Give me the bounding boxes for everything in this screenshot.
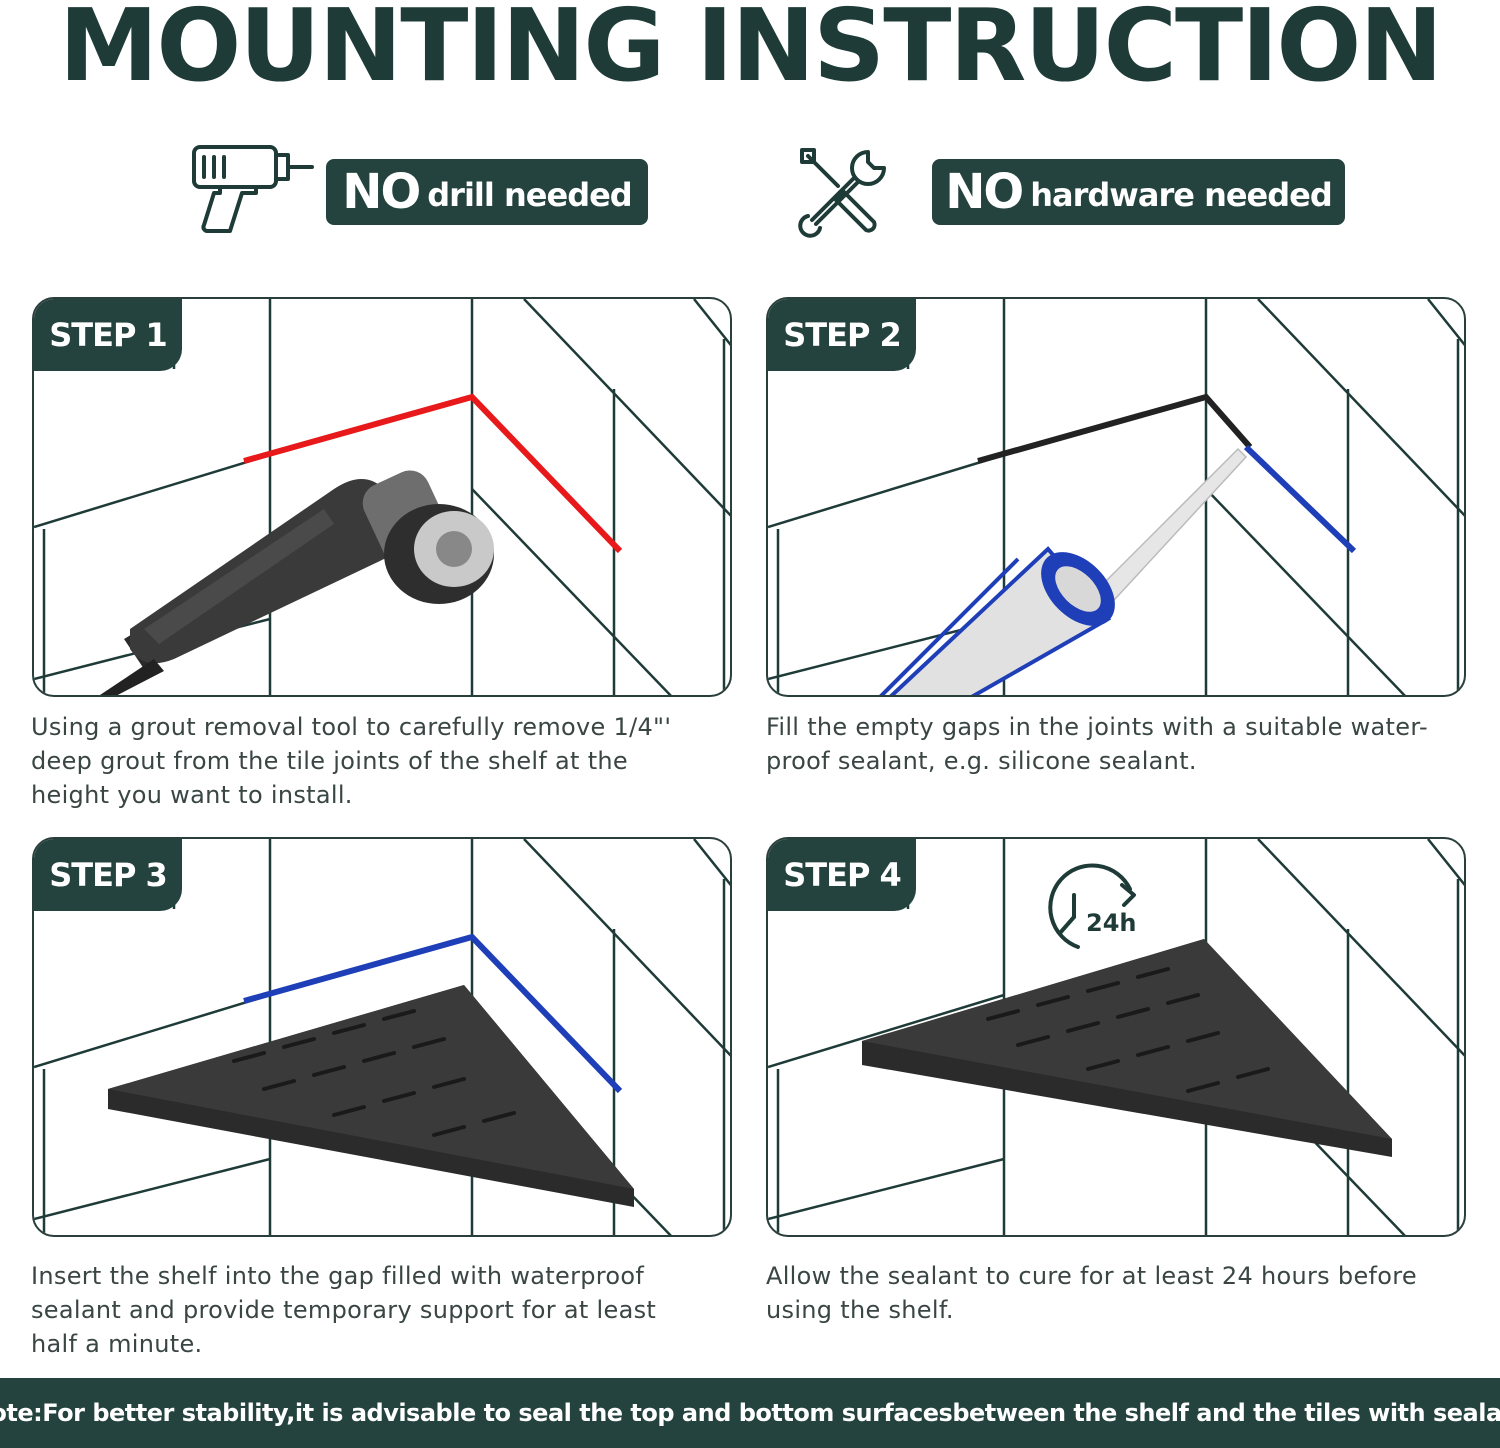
step-4-panel: 24h STEP 4	[766, 837, 1466, 1237]
note-banner: (Note:For better stability,it is advisab…	[0, 1378, 1500, 1448]
step-4-caption: Allow the sealant to cure for at least 2…	[766, 1262, 1417, 1324]
step-2-caption: Fill the empty gaps in the joints with a…	[766, 713, 1428, 775]
timer-label: 24h	[1086, 909, 1136, 937]
step-1-panel: STEP 1	[32, 297, 732, 697]
angle-grinder-icon	[100, 470, 494, 695]
step-2-panel: STEP 2	[766, 297, 1466, 697]
badge-no-text: NO	[945, 164, 1024, 220]
shelf-icon	[862, 939, 1392, 1157]
caulk-gun-icon	[879, 447, 1248, 695]
step-3-panel: STEP 3	[32, 837, 732, 1237]
badge-no-text: NO	[342, 164, 421, 220]
drill-icon	[192, 145, 314, 233]
no-hardware-badge: NO hardware needed	[932, 159, 1345, 225]
step-2-label: STEP 2	[768, 299, 916, 371]
badge-description: drill needed	[427, 176, 632, 214]
timer-icon	[1048, 863, 1136, 949]
badge-description: hardware needed	[1030, 176, 1333, 214]
step-1-label: STEP 1	[34, 299, 182, 371]
no-drill-badge: NO drill needed	[326, 159, 648, 225]
step-3-label: STEP 3	[34, 839, 182, 911]
step-2-illustration	[768, 299, 1464, 695]
step-4-label: STEP 4	[768, 839, 916, 911]
step-4-illustration: 24h	[768, 839, 1464, 1235]
step-1-caption: Using a grout removal tool to carefully …	[31, 713, 672, 809]
step-3-illustration	[34, 839, 730, 1235]
shelf-icon	[108, 985, 634, 1207]
step-3-caption: Insert the shelf into the gap filled wit…	[31, 1262, 657, 1358]
page-title: MOUNTING INSTRUCTION	[58, 0, 1443, 104]
tools-icon	[798, 148, 886, 238]
step-1-illustration	[34, 299, 730, 695]
